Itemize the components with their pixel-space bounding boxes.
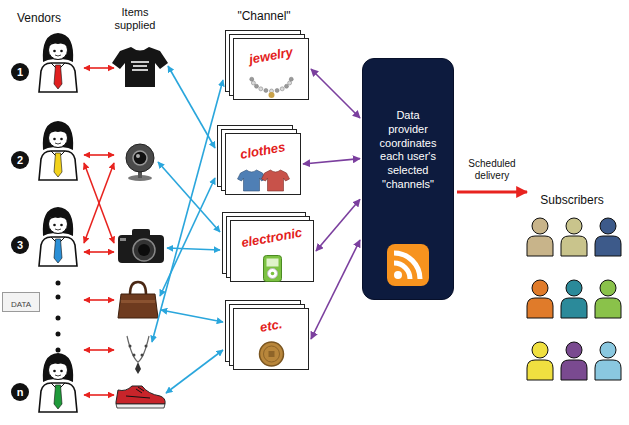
connector-arrow <box>303 159 360 164</box>
channel-card: clothes <box>217 125 301 195</box>
group-heading: Subscribers <box>520 194 624 208</box>
card-outline <box>234 309 309 370</box>
callout-number: n <box>11 383 29 401</box>
ellipsis-dots <box>56 281 61 353</box>
channel-card: electronic <box>222 212 314 282</box>
webcam-picture <box>126 144 154 181</box>
channel-picture <box>264 256 282 282</box>
tag-text: DATA <box>11 298 31 311</box>
callout-number: 2 <box>11 151 29 169</box>
column-heading: "Channel" <box>222 10 306 24</box>
card-outline <box>231 221 314 282</box>
column-heading: Vendors <box>4 12 74 26</box>
rss-icon <box>386 243 430 287</box>
data-provider-box: Data provider coordinates each user's se… <box>362 58 454 300</box>
card-outline <box>234 39 309 100</box>
subscriber-figure <box>527 280 553 318</box>
vendor-figure <box>39 33 77 92</box>
channel-card: jewelry <box>225 30 309 100</box>
subscriber-figure <box>561 342 587 380</box>
card-stack <box>225 300 309 370</box>
delivery-arrow <box>457 191 527 194</box>
subscriber-figure <box>595 218 621 256</box>
connector-arrow <box>311 69 360 118</box>
subscriber-figure <box>527 342 553 380</box>
arrow-label: Scheduled delivery <box>456 158 528 181</box>
callout-number: 1 <box>11 63 29 81</box>
provider-text: Data provider coordinates each user's se… <box>375 109 441 192</box>
subscriber-figure <box>527 218 553 256</box>
vendor-figure <box>39 353 77 412</box>
subscriber-figure <box>595 280 621 318</box>
subscriber-figure <box>561 218 587 256</box>
column-heading: Items supplied <box>103 6 167 31</box>
subscriber-figures <box>527 218 621 380</box>
handbag-picture <box>118 282 158 318</box>
channel-arrows <box>152 66 223 393</box>
subscriber-figure <box>561 280 587 318</box>
card-stack <box>225 30 309 100</box>
vendor-figure <box>39 207 77 266</box>
necklace-picture <box>127 336 149 374</box>
card-stack <box>222 212 314 282</box>
data-tag: DATA <box>2 292 40 312</box>
subscriber-figure <box>595 342 621 380</box>
channel-picture <box>250 77 294 98</box>
number-badge <box>11 63 29 81</box>
vendor-figures <box>39 33 77 412</box>
card-stack <box>217 125 301 195</box>
channel-card: etc. <box>225 300 309 370</box>
shoe-picture <box>116 386 165 408</box>
vendor-figure <box>39 121 77 180</box>
camera-picture <box>118 229 164 263</box>
number-badge <box>11 236 29 254</box>
channel-picture <box>238 170 290 191</box>
card-outline <box>226 134 301 195</box>
number-badge <box>11 383 29 401</box>
tshirt-picture <box>112 47 168 87</box>
number-badge <box>11 151 29 169</box>
supply-arrows <box>84 68 114 395</box>
number-badges <box>11 63 29 401</box>
connector-arrow <box>311 240 360 339</box>
callout-number: 3 <box>11 236 29 254</box>
channel-picture <box>260 342 284 366</box>
connector-arrow <box>316 199 360 251</box>
